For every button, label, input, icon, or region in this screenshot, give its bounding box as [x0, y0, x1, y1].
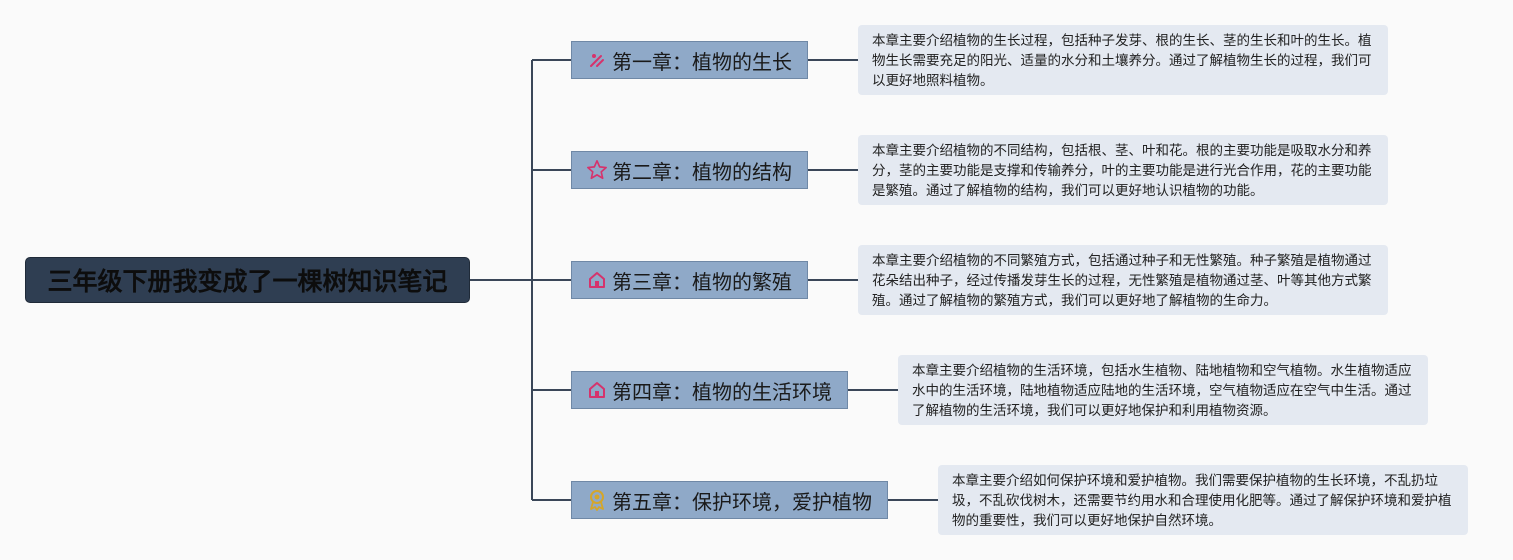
chapter-label-2: 第二章：植物的结构: [612, 159, 792, 184]
house-icon: [586, 379, 608, 401]
chapter-node-2[interactable]: 第二章：植物的结构: [571, 151, 808, 189]
chapter-node-3[interactable]: 第三章：植物的繁殖: [571, 261, 808, 299]
star-icon: [586, 159, 608, 181]
sparkle-icon: [586, 49, 608, 71]
chapter-note-3: 本章主要介绍植物的不同繁殖方式，包括通过种子和无性繁殖。种子繁殖是植物通过花朵结…: [858, 245, 1388, 315]
chapter-label-5: 第五章：保护环境，爱护植物: [612, 489, 872, 514]
chapter-note-text-2: 本章主要介绍植物的不同结构，包括根、茎、叶和花。根的主要功能是吸取水分和养分，茎…: [872, 143, 1372, 199]
chapter-node-4[interactable]: 第四章：植物的生活环境: [571, 371, 848, 409]
chapter-note-text-5: 本章主要介绍如何保护环境和爱护植物。我们需要保护植物的生长环境，不乱扔垃圾，不乱…: [952, 473, 1452, 529]
chapter-label-4: 第四章：植物的生活环境: [612, 379, 832, 404]
chapter-note-text-1: 本章主要介绍植物的生长过程，包括种子发芽、根的生长、茎的生长和叶的生长。植物生长…: [872, 33, 1372, 89]
chapter-note-4: 本章主要介绍植物的生活环境，包括水生植物、陆地植物和空气植物。水生植物适应水中的…: [898, 355, 1428, 425]
house-icon: [586, 269, 608, 291]
root-topic[interactable]: 三年级下册我变成了一棵树知识笔记: [25, 257, 470, 303]
chapter-note-text-3: 本章主要介绍植物的不同繁殖方式，包括通过种子和无性繁殖。种子繁殖是植物通过花朵结…: [872, 253, 1372, 309]
chapter-note-5: 本章主要介绍如何保护环境和爱护植物。我们需要保护植物的生长环境，不乱扔垃圾，不乱…: [938, 465, 1468, 535]
chapter-note-text-4: 本章主要介绍植物的生活环境，包括水生植物、陆地植物和空气植物。水生植物适应水中的…: [912, 363, 1412, 419]
chapter-note-2: 本章主要介绍植物的不同结构，包括根、茎、叶和花。根的主要功能是吸取水分和养分，茎…: [858, 135, 1388, 205]
chapter-node-5[interactable]: 第五章：保护环境，爱护植物: [571, 481, 888, 519]
chapter-node-1[interactable]: 第一章：植物的生长: [571, 41, 808, 79]
chapter-note-1: 本章主要介绍植物的生长过程，包括种子发芽、根的生长、茎的生长和叶的生长。植物生长…: [858, 25, 1388, 95]
chapter-label-3: 第三章：植物的繁殖: [612, 269, 792, 294]
award-icon: [586, 489, 608, 511]
root-title: 三年级下册我变成了一棵树知识笔记: [47, 267, 448, 296]
chapter-label-1: 第一章：植物的生长: [612, 49, 792, 74]
